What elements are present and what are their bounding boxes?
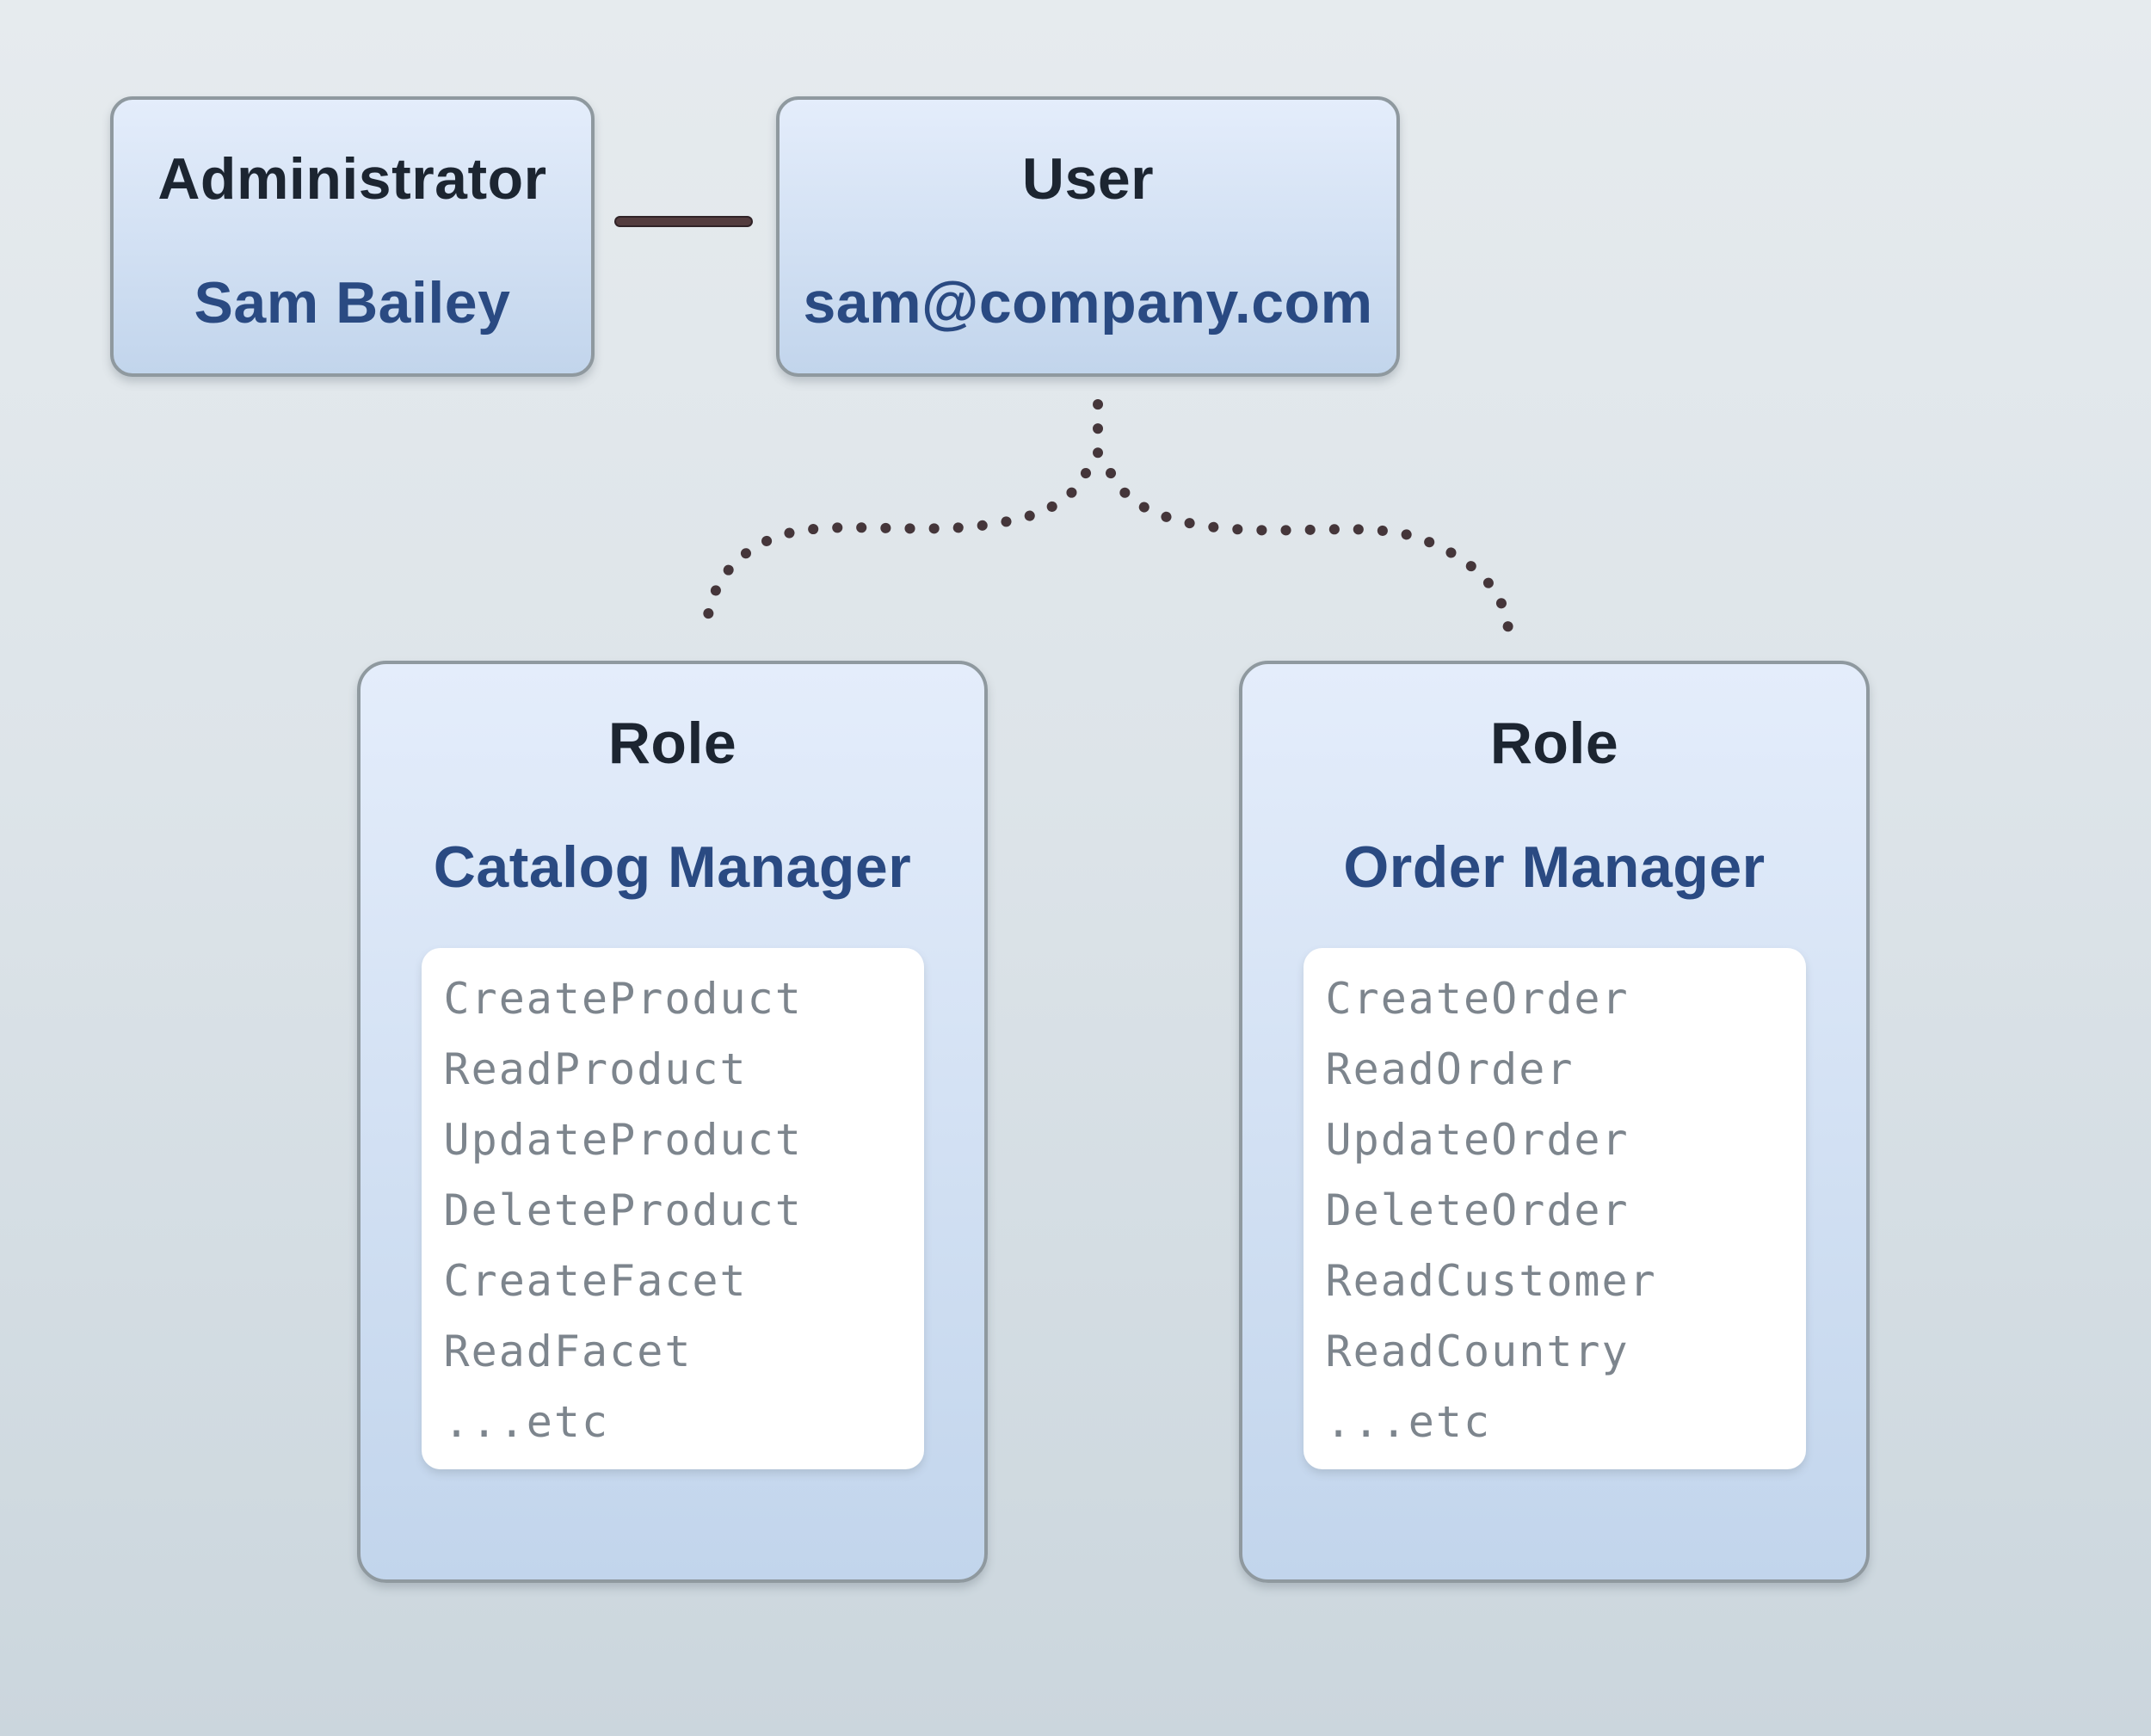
permission-item: DeleteProduct bbox=[443, 1185, 803, 1235]
role-box-title: Role bbox=[607, 711, 737, 776]
permission-item: CreateProduct bbox=[443, 974, 803, 1024]
permission-item: CreateOrder bbox=[1325, 974, 1630, 1024]
user-to-catalog-role-dotted-line bbox=[701, 468, 1091, 633]
user-to-order-role-dotted-line bbox=[1106, 468, 1513, 635]
role-box-title: Role bbox=[1489, 711, 1619, 776]
permission-item: ReadCustomer bbox=[1325, 1256, 1657, 1306]
user-box: User sam@company.com bbox=[776, 96, 1400, 377]
role-name-order-manager: Order Manager bbox=[1343, 834, 1766, 900]
admin-user-connector-line bbox=[614, 216, 753, 227]
user-box-title: User bbox=[1021, 146, 1155, 212]
permission-item: ReadCountry bbox=[1325, 1327, 1630, 1376]
permission-item: DeleteOrder bbox=[1325, 1185, 1630, 1235]
permission-item: UpdateProduct bbox=[443, 1115, 803, 1165]
permission-item: ...etc bbox=[443, 1397, 610, 1447]
user-email: sam@company.com bbox=[803, 270, 1373, 336]
permission-item: UpdateOrder bbox=[1325, 1115, 1630, 1165]
administrator-box: Administrator Sam Bailey bbox=[110, 96, 595, 377]
permission-item: ReadOrder bbox=[1325, 1044, 1575, 1094]
permission-item: ReadFacet bbox=[443, 1327, 693, 1376]
administrator-box-title: Administrator bbox=[157, 146, 547, 212]
permission-item: CreateFacet bbox=[443, 1256, 748, 1306]
role-name-catalog-manager: Catalog Manager bbox=[433, 834, 912, 900]
permission-item: ...etc bbox=[1325, 1397, 1492, 1447]
permission-item: ReadProduct bbox=[443, 1044, 748, 1094]
administrator-name: Sam Bailey bbox=[194, 270, 511, 336]
